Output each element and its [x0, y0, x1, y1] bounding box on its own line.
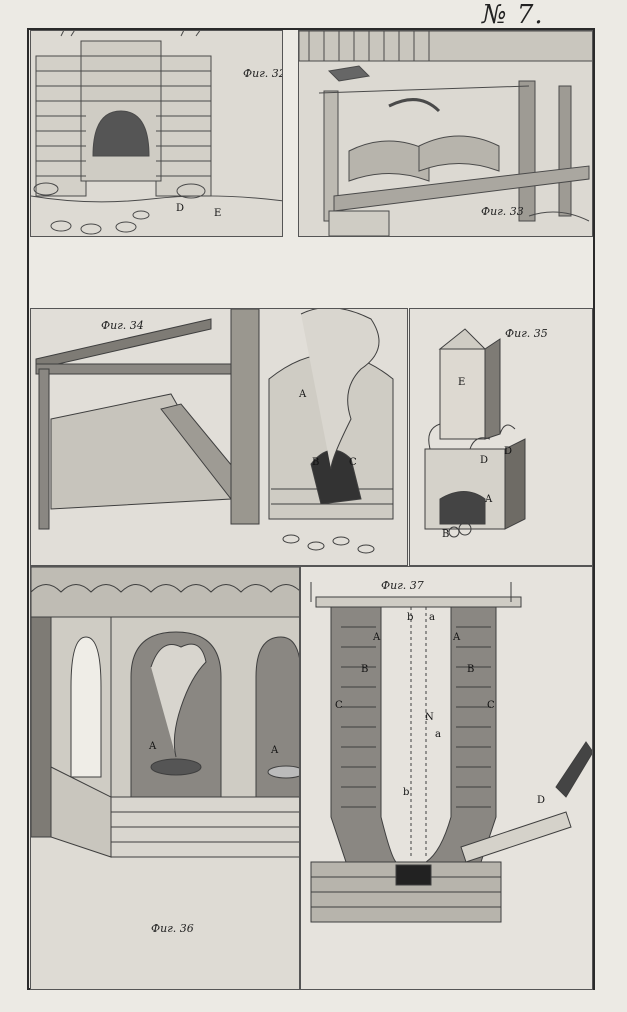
- figure-35-label-d1: D: [480, 455, 489, 466]
- figure-37-panel: Фиг. 37 b a A A B B C C N a b D: [300, 566, 593, 990]
- figure-35-engraving: [410, 309, 592, 565]
- figure-34-label-c: C: [349, 457, 357, 468]
- figure-36-label-a1: A: [149, 741, 157, 752]
- figure-34-label-b: B: [312, 457, 320, 468]
- figure-37-label-b-left: B: [361, 664, 369, 675]
- plate-number: № 7.: [482, 0, 544, 30]
- figure-36-panel: Фиг. 36 A A: [30, 566, 300, 990]
- figure-33-engraving: [299, 31, 592, 236]
- figure-37-label-d: D: [537, 795, 546, 806]
- figure-37-label-b-right: B: [467, 664, 475, 675]
- figure-37-label-a-left: A: [373, 632, 381, 643]
- figure-33-caption: Фиг. 33: [481, 205, 524, 218]
- figure-32-engraving: [31, 31, 282, 236]
- figure-36-label-a2: A: [271, 745, 279, 756]
- figure-34-panel: Фиг. 34 A B C: [30, 308, 408, 566]
- figure-35-label-b: B: [442, 529, 450, 540]
- figure-36-engraving: [31, 567, 299, 989]
- figure-37-label-a-top: a: [429, 612, 435, 623]
- figure-37-caption: Фиг. 37: [381, 579, 424, 592]
- figure-32-label-e: E: [214, 208, 222, 219]
- figure-37-engraving: [301, 567, 592, 989]
- figure-37-label-c-left: C: [335, 700, 343, 711]
- figure-35-label-e: E: [458, 377, 466, 388]
- figure-35-panel: Фиг. 35 E D D A B: [409, 308, 593, 566]
- figure-34-engraving: [31, 309, 407, 565]
- figure-35-label-a: A: [485, 494, 493, 505]
- figure-33-panel: Фиг. 33: [298, 30, 593, 237]
- figure-37-label-a-mid: a: [435, 729, 441, 740]
- figure-36-caption: Фиг. 36: [151, 922, 194, 935]
- figure-37-label-a-right: A: [453, 632, 461, 643]
- figure-37-label-b-low: b: [403, 787, 410, 798]
- figure-32-panel: Фиг. 32 D E: [30, 30, 283, 237]
- figure-34-caption: Фиг. 34: [101, 319, 144, 332]
- figure-37-label-n: N: [425, 712, 434, 723]
- figure-37-label-b-top: b: [407, 612, 414, 623]
- figure-37-label-c-right: C: [487, 700, 495, 711]
- figure-32-label-d: D: [176, 203, 185, 214]
- figure-35-label-d2: D: [504, 446, 513, 457]
- figure-34-label-a: A: [299, 389, 307, 400]
- figure-35-caption: Фиг. 35: [505, 327, 548, 340]
- figure-32-caption: Фиг. 32: [243, 67, 283, 80]
